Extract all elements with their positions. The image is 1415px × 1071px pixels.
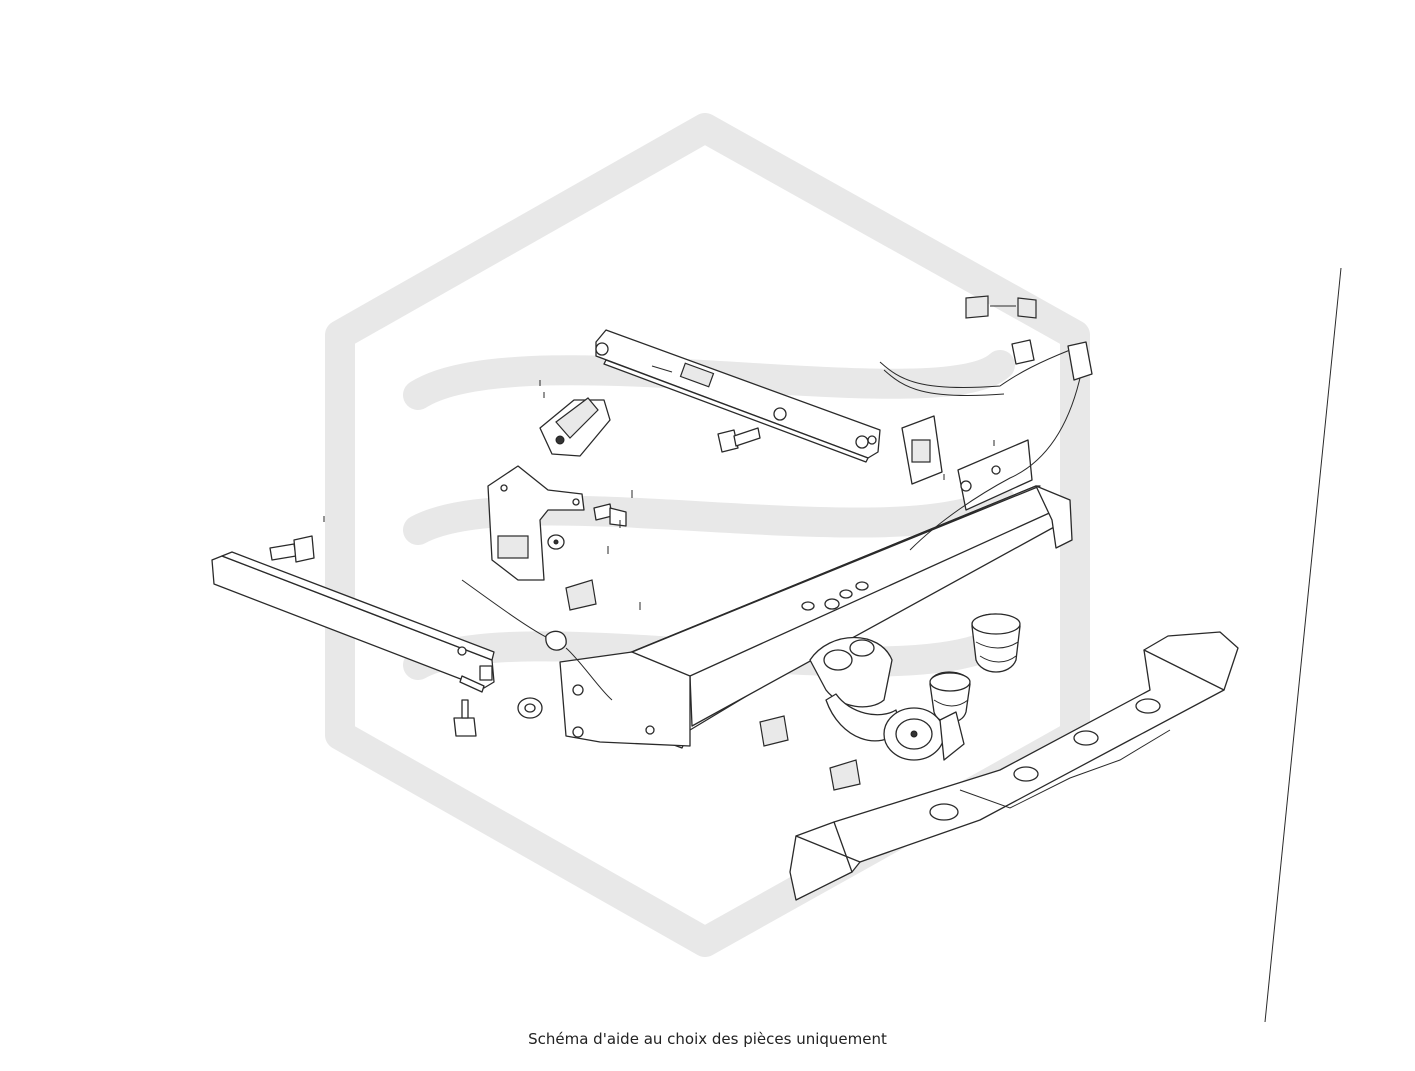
upper-crossbar[interactable] <box>595 329 881 463</box>
nut-b[interactable] <box>547 534 565 550</box>
bolt-bottom[interactable] <box>453 699 477 737</box>
mounting-plate[interactable] <box>901 415 943 485</box>
socket-bracket[interactable] <box>487 465 585 581</box>
nut-a[interactable] <box>517 697 543 719</box>
connector-icon-a <box>965 295 1037 319</box>
electrical-module[interactable] <box>539 397 611 457</box>
vehicle-edge-line <box>1264 267 1342 1023</box>
socket-cap-a[interactable] <box>971 613 1021 673</box>
lower-crossbar[interactable] <box>211 551 495 693</box>
rear-bumper-absorber[interactable] <box>789 631 1239 901</box>
diagram-caption: Schéma d'aide au choix des pièces unique… <box>528 1030 887 1048</box>
tow-ball-neck[interactable] <box>809 637 901 742</box>
socket-module[interactable] <box>883 707 965 761</box>
connector-icon-c <box>759 715 789 747</box>
bolt-left[interactable] <box>269 535 315 563</box>
connector-icon-b <box>565 579 597 611</box>
bolt-top[interactable] <box>717 427 761 453</box>
connector-icon-d <box>829 759 861 791</box>
bolt-bracket[interactable] <box>593 503 627 527</box>
tick-marks <box>323 380 995 610</box>
wiring-harness[interactable] <box>461 339 1093 701</box>
socket-cap-b[interactable] <box>929 671 971 724</box>
